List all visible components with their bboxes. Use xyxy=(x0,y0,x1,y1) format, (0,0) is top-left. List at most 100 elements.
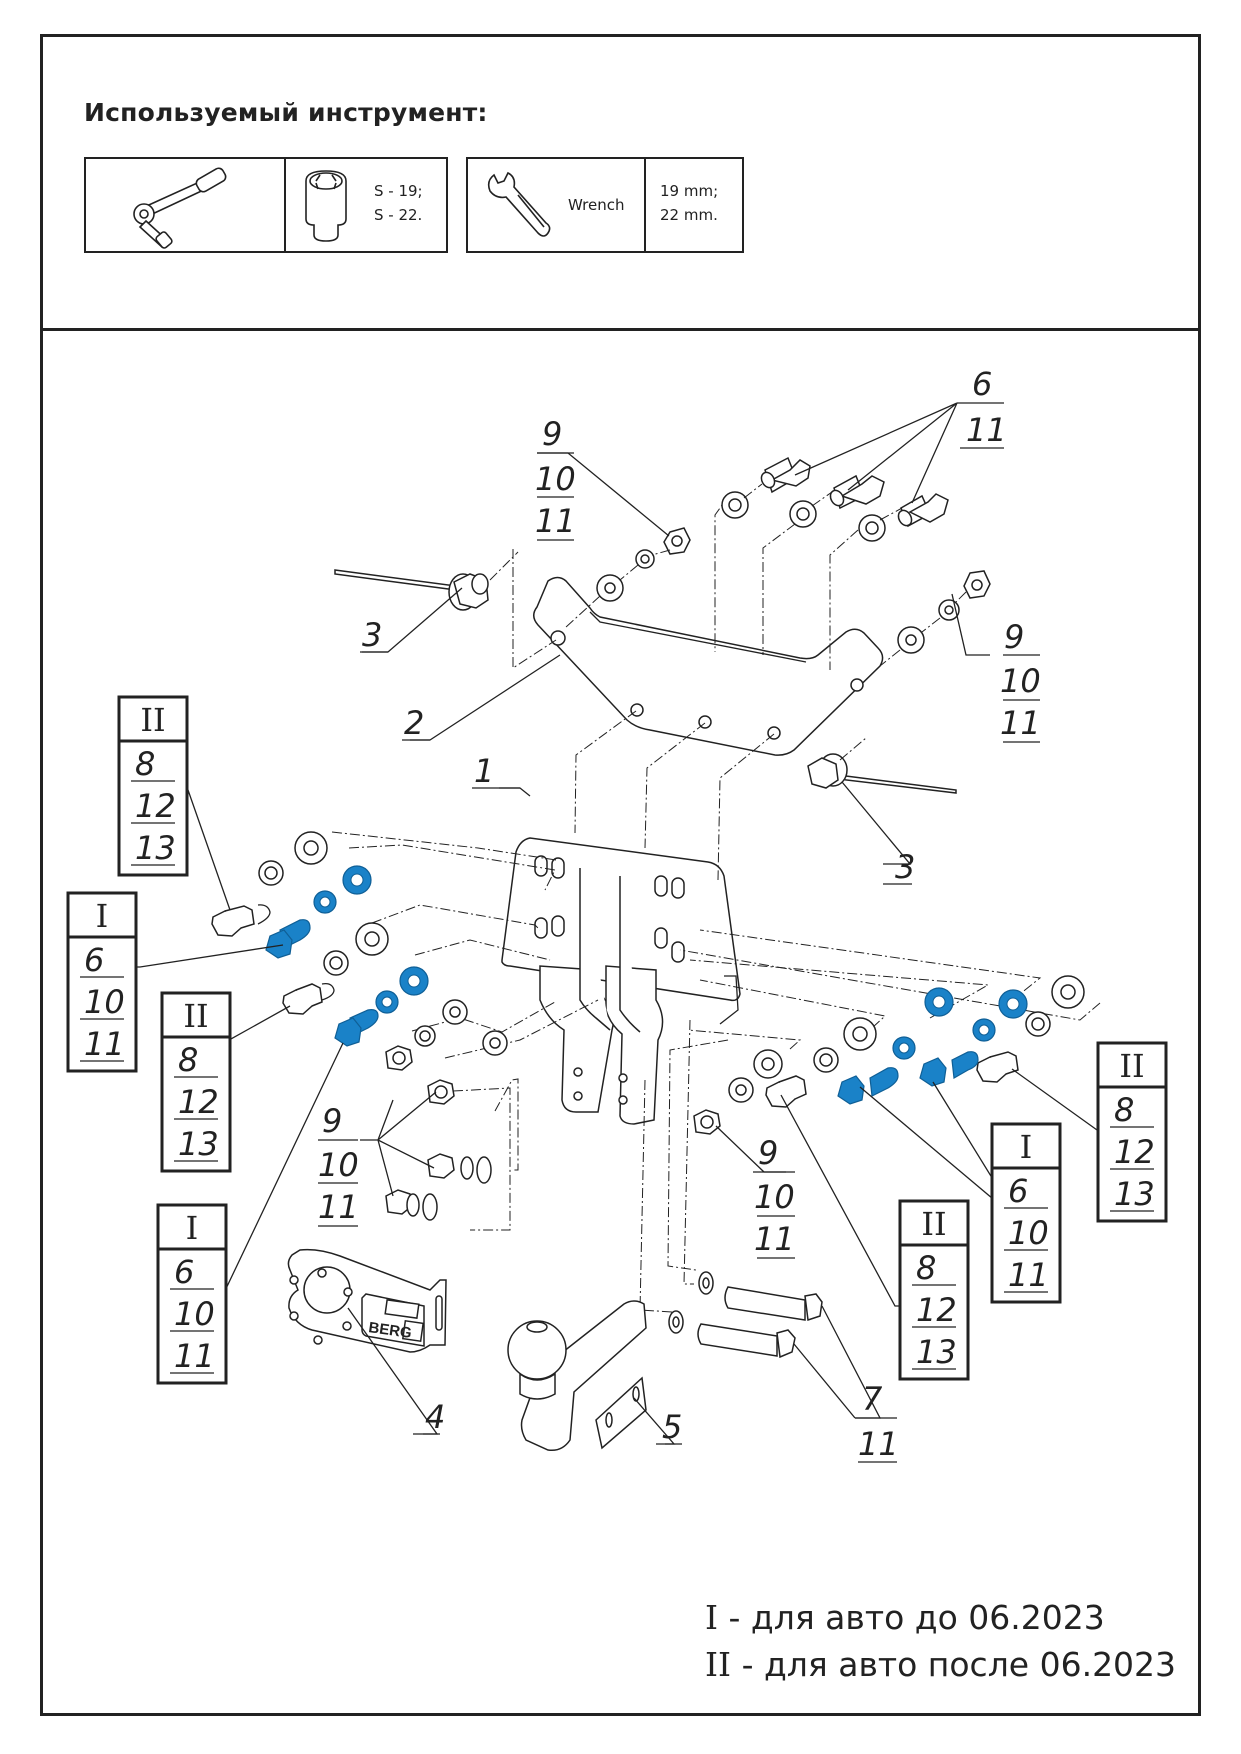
variant-box-roman: II xyxy=(921,1205,946,1243)
callout-4: 4 xyxy=(413,1398,445,1436)
callout-2: 2 xyxy=(402,704,430,742)
ratchet-cell xyxy=(86,159,286,251)
variant-box-roman: I xyxy=(1020,1128,1033,1166)
variant-box-item: 11 xyxy=(1008,1256,1049,1294)
ratchet-wrench-icon xyxy=(133,167,227,249)
left-hardware-row-3 xyxy=(385,999,508,1105)
callout-number: 11 xyxy=(966,411,1007,449)
callout-1: 1 xyxy=(472,752,520,790)
variant-box-item: 13 xyxy=(1114,1175,1155,1213)
right-hardware-blue xyxy=(837,987,1028,1105)
tool-card-wrench: Wrench 19 mm; 22 mm. xyxy=(466,157,744,253)
part-number: 1 xyxy=(474,752,494,790)
variant-box-frame xyxy=(1096,1041,1168,1223)
part-number: 4 xyxy=(425,1398,445,1436)
callout-number: 11 xyxy=(535,502,576,540)
variant-box-roman: II xyxy=(1119,1047,1144,1085)
variant-box-item: 11 xyxy=(84,1025,125,1063)
socket-cell: S - 19; S - 22. xyxy=(284,159,446,251)
callout-number: 10 xyxy=(1000,662,1041,700)
tow-ball-part-5 xyxy=(507,1300,647,1452)
left-hardware-row-2 xyxy=(282,922,389,1015)
callout-number: 9 xyxy=(758,1134,778,1172)
main-plate-part-1 xyxy=(501,837,741,1125)
part-number: 5 xyxy=(662,1408,682,1446)
callout-number: 6 xyxy=(972,365,992,403)
variant-box-roman: II xyxy=(140,701,165,739)
variant-box-item: 6 xyxy=(84,941,104,979)
callout-6-11-top: 6 11 xyxy=(957,365,1007,449)
variant-box-frame xyxy=(990,1122,1062,1304)
page-frame xyxy=(40,34,1201,1716)
callout-9-10-11-right-upper: 9 10 11 xyxy=(1000,618,1041,743)
callout-9-10-11-top: 9 10 11 xyxy=(535,415,576,541)
variant-box-roman: I xyxy=(186,1209,199,1247)
callout-number: 11 xyxy=(318,1188,359,1226)
variant-box-roman: II xyxy=(183,997,208,1035)
callout-number: 11 xyxy=(1000,704,1041,742)
variant-box-item: 11 xyxy=(174,1337,215,1375)
variant-box-item: 8 xyxy=(135,745,155,783)
variant-box-item: 13 xyxy=(135,829,176,867)
variant-callout-boxes: II81213I61011II81213I61011II81213I61011I… xyxy=(66,695,1168,1385)
left-hardware-row-2-blue xyxy=(334,966,429,1047)
socket-size-19: S - 19; xyxy=(374,182,423,200)
variant-box-frame xyxy=(898,1199,970,1381)
variant-box-item: 12 xyxy=(1114,1133,1155,1171)
variant-box-i: I 6 10 11 xyxy=(990,1122,1062,1304)
callout-number: 11 xyxy=(858,1425,899,1463)
callout-number: 10 xyxy=(535,460,576,498)
variant-box-item: 6 xyxy=(174,1253,194,1291)
legend-roman-2: II xyxy=(705,1645,732,1684)
variant-box-item: 13 xyxy=(916,1333,957,1371)
wrench-label: Wrench xyxy=(568,196,625,214)
variant-box-frame xyxy=(117,695,189,877)
callout-9-10-11-right-lower: 9 10 11 xyxy=(753,1134,795,1259)
assembly-centerlines xyxy=(331,493,1101,1313)
variant-box-i: I 6 10 11 xyxy=(66,891,138,1073)
variant-box-item: 10 xyxy=(1008,1214,1049,1252)
bolt-6-a xyxy=(760,456,811,494)
bolt-part-3-top xyxy=(334,551,519,611)
legend-roman-1: I xyxy=(705,1598,719,1637)
callout-3-top: 3 xyxy=(360,616,388,654)
variant-box-roman: I xyxy=(96,897,109,935)
wrench-cell: Wrench xyxy=(468,159,646,251)
variant-box-item: 6 xyxy=(1008,1172,1028,1210)
callout-5: 5 xyxy=(656,1408,682,1446)
callout-number: 9 xyxy=(1004,618,1024,656)
brand-label: BERG xyxy=(367,1319,412,1342)
tool-card-socket: S - 19; S - 22. xyxy=(84,157,448,253)
callout-number: 10 xyxy=(754,1178,795,1216)
callout-number: 10 xyxy=(318,1146,359,1184)
callout-number: 11 xyxy=(754,1220,795,1258)
open-end-wrench-icon xyxy=(487,171,551,237)
left-hardware-row-1-blue xyxy=(265,865,372,959)
bolt-part-3-right xyxy=(807,737,957,794)
variant-box-frame xyxy=(160,991,232,1173)
bolt-6-c xyxy=(897,493,949,528)
right-upper-nut-stack xyxy=(879,570,991,667)
variant-box-frame xyxy=(156,1203,228,1385)
long-bolts-part-7 xyxy=(668,1271,823,1359)
socket-size-list: S - 19; S - 22. xyxy=(374,179,423,227)
callout-number: 9 xyxy=(542,415,562,453)
socket-plate-part-4: BERG xyxy=(287,1248,447,1353)
callout-number: 9 xyxy=(322,1102,342,1140)
variant-box-item: 8 xyxy=(178,1041,198,1079)
variant-box-item: 8 xyxy=(916,1249,936,1287)
legend-text-2: - для авто после 06.2023 xyxy=(731,1645,1177,1684)
legend-line-2: II - для авто после 06.2023 xyxy=(705,1645,1176,1684)
socket-size-22: S - 22. xyxy=(374,206,423,224)
variant-box-item: 12 xyxy=(178,1083,219,1121)
callout-7-11: 7 11 xyxy=(855,1380,899,1463)
variant-box-item: 10 xyxy=(84,983,125,1021)
socket-head-icon xyxy=(305,170,347,242)
wrench-size-cell: 19 mm; 22 mm. xyxy=(644,159,742,251)
wrench-size-list: 19 mm; 22 mm. xyxy=(660,179,718,227)
